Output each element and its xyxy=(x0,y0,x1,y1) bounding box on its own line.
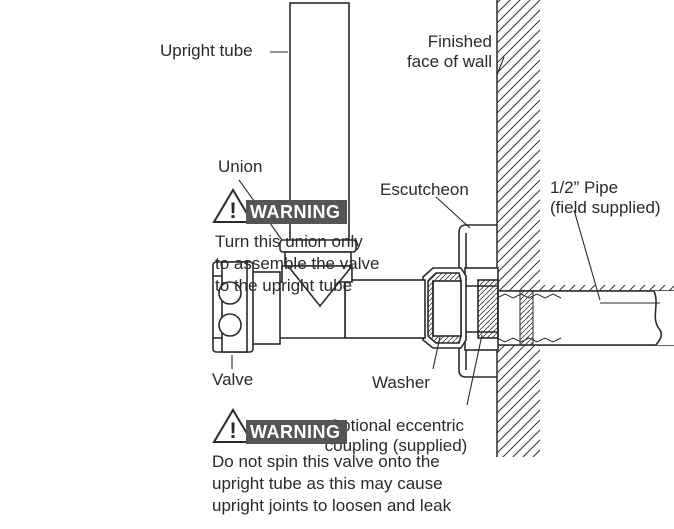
eccentric-coupling-shape xyxy=(464,267,499,351)
svg-text:!: ! xyxy=(229,418,236,443)
warning-header-1: ! WARNING xyxy=(212,188,347,224)
warning-1-line-3: to the upright tube xyxy=(215,276,353,295)
warning-header-2: ! WARNING xyxy=(212,408,347,444)
label-pipe: 1/2” Pipe (field supplied) xyxy=(550,178,661,218)
label-finished-line-1: Finished xyxy=(427,32,492,51)
label-escutcheon: Escutcheon xyxy=(380,180,469,199)
svg-text:!: ! xyxy=(229,198,236,223)
tube-and-union-shape xyxy=(274,2,426,339)
label-pipe-line-1: 1/2” Pipe xyxy=(550,178,619,197)
leader-lines xyxy=(231,51,601,406)
warning-title-2: WARNING xyxy=(246,420,347,444)
valve-shape xyxy=(212,261,281,353)
wall xyxy=(496,0,674,457)
nut-washer-shape xyxy=(422,267,467,349)
label-coupling-line-2: coupling (supplied) xyxy=(324,436,468,455)
warning-triangle-icon: ! xyxy=(212,408,254,443)
label-union: Union xyxy=(218,157,263,176)
half-inch-pipe xyxy=(496,290,674,346)
label-finished-face: Finished face of wall xyxy=(385,32,492,72)
label-pipe-line-2: (field supplied) xyxy=(550,198,661,217)
warning-triangle-icon: ! xyxy=(212,188,254,223)
warning-text-2: Do not spin this valve onto the upright … xyxy=(212,451,451,517)
warning-2-line-1: Do not spin this valve onto the xyxy=(212,452,440,471)
warning-1-line-2: to assemble the valve xyxy=(215,254,380,273)
warning-title-1: WARNING xyxy=(246,200,347,224)
warning-2-line-3: upright joints to loosen and leak xyxy=(212,496,452,515)
label-finished-line-2: face of wall xyxy=(406,52,492,71)
label-washer: Washer xyxy=(372,373,430,392)
label-upright-tube: Upright tube xyxy=(160,41,253,60)
label-coupling-line-1: Optional eccentric xyxy=(327,416,465,435)
warning-1-line-1: Turn this union only xyxy=(215,232,363,251)
label-valve: Valve xyxy=(212,370,254,389)
warning-text-1: Turn this union only to assemble the val… xyxy=(215,231,379,297)
warning-2-line-2: upright tube as this may cause xyxy=(212,474,443,493)
label-coupling: Optional eccentric coupling (supplied) xyxy=(312,416,480,456)
